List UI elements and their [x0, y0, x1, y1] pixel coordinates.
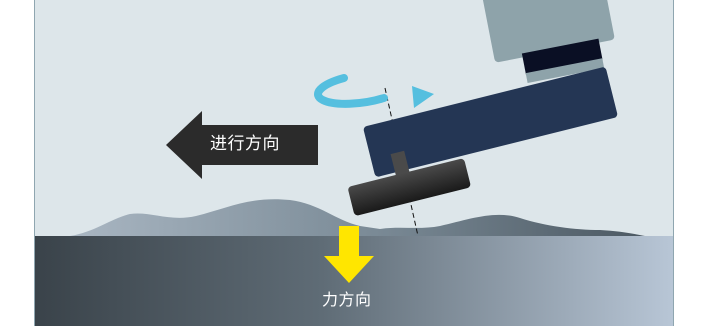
- uneven-surface: [70, 199, 645, 236]
- polishing-pad: [348, 158, 471, 216]
- force-direction-label: 力方向: [322, 290, 372, 309]
- motor-housing: [480, 0, 615, 83]
- down-arrow-icon: [324, 226, 374, 283]
- rotation-arrow-icon: [314, 74, 434, 108]
- tool-arm: [363, 67, 618, 177]
- left-arrow-icon: [166, 111, 318, 179]
- travel-direction-label: 进行方向: [210, 134, 280, 154]
